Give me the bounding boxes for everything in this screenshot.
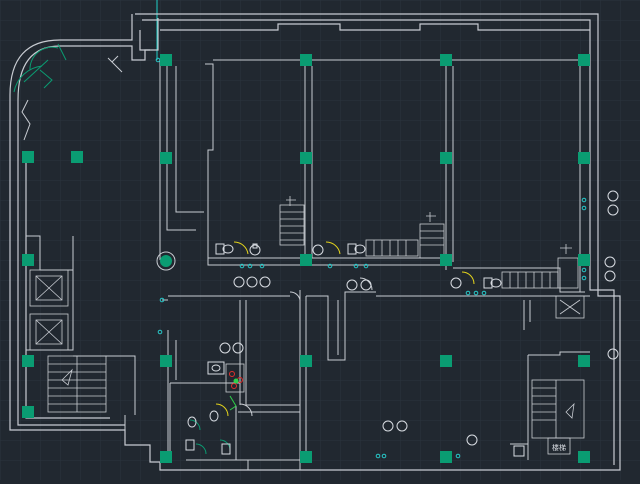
door-swing-icon xyxy=(13,43,475,455)
column-marker-icon xyxy=(578,451,590,463)
column-marker-icon xyxy=(160,54,172,66)
column-marker-icon xyxy=(300,451,312,463)
column-marker-icon xyxy=(578,54,590,66)
stair-label: 楼梯 xyxy=(552,443,566,452)
stair-center-a xyxy=(279,196,305,246)
column-marker-icon xyxy=(440,254,452,266)
column-marker-icon xyxy=(440,152,452,164)
elevator-icon xyxy=(29,269,585,351)
column-marker-icon xyxy=(300,254,312,266)
fire-hydrant-icon xyxy=(219,190,619,432)
column-marker-icon xyxy=(440,355,452,367)
toilet-icon xyxy=(185,243,525,457)
column-marker-icon xyxy=(22,355,34,367)
column-marker-icon xyxy=(578,254,590,266)
round-column xyxy=(156,251,176,271)
column-marker-icon xyxy=(440,54,452,66)
stair-center-b xyxy=(365,212,445,259)
column-marker-icon xyxy=(578,355,590,367)
stair-left xyxy=(47,355,107,413)
column-marker-icon xyxy=(440,451,452,463)
column-marker-icon xyxy=(160,451,172,463)
column-marker-icon xyxy=(22,406,34,418)
stair-bottom-right xyxy=(531,379,585,455)
cyan-marker-group xyxy=(155,57,587,459)
column-marker-icon xyxy=(300,54,312,66)
electrical-outlet-icon xyxy=(225,363,245,411)
column-marker-icon xyxy=(22,254,34,266)
stair-right xyxy=(501,244,579,289)
column-marker-icon xyxy=(300,355,312,367)
column-marker-icon xyxy=(71,151,83,163)
column-marker-icon xyxy=(300,152,312,164)
column-marker-icon xyxy=(22,151,34,163)
column-marker-icon xyxy=(160,152,172,164)
column-marker-icon xyxy=(22,54,590,463)
column-marker-icon xyxy=(160,355,172,367)
column-marker-icon xyxy=(578,152,590,164)
